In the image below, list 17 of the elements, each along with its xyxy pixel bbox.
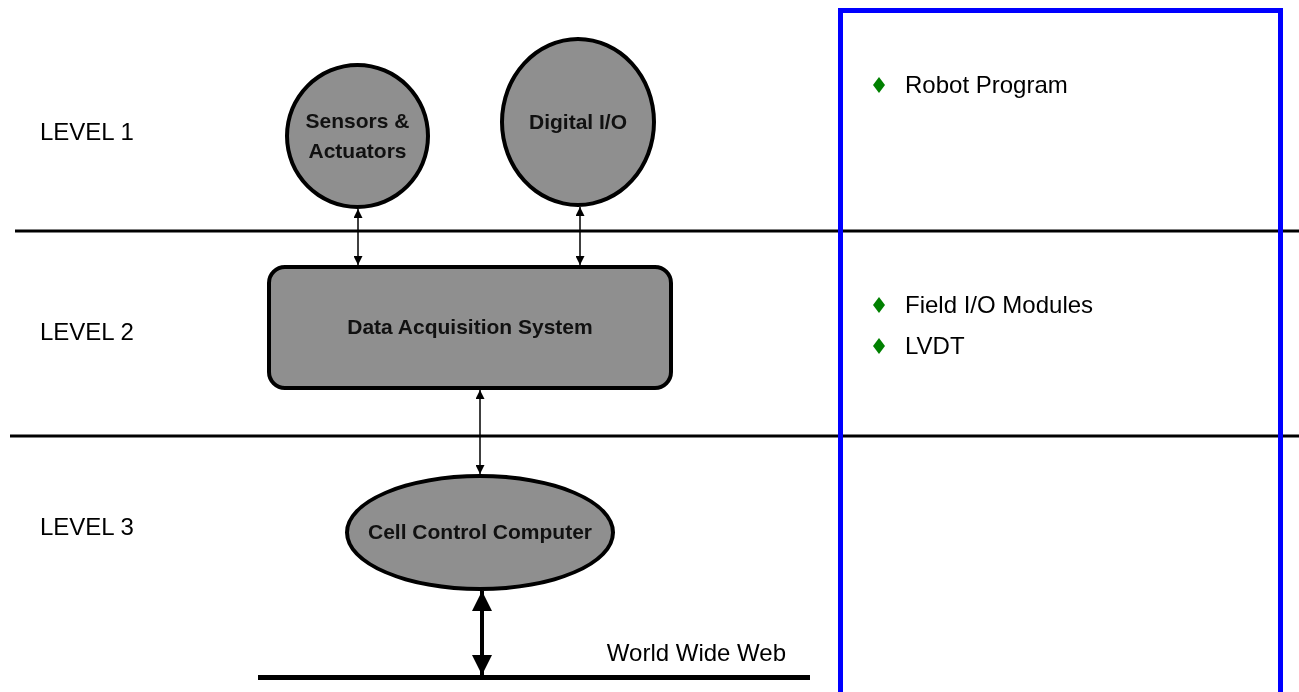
node-label: Data Acquisition System xyxy=(346,314,594,341)
bullet-text: Field I/O Modules xyxy=(905,291,1094,319)
system-box xyxy=(267,265,673,390)
node-label: Sensors & Actuators xyxy=(304,107,411,164)
double-arrow xyxy=(472,591,492,675)
level-label: LEVEL 3 xyxy=(40,513,134,541)
bullet-text: LVDT xyxy=(905,332,965,360)
network-label: World Wide Web xyxy=(606,639,787,668)
node-label: Digital I/O xyxy=(528,108,628,135)
double-arrow xyxy=(353,208,363,266)
node-label: Cell Control Computer xyxy=(367,519,593,546)
double-arrow xyxy=(475,389,485,475)
level-label: LEVEL 2 xyxy=(40,318,134,346)
bullet-text: Robot Program xyxy=(905,71,1068,99)
level-label: LEVEL 1 xyxy=(40,118,134,146)
info-panel xyxy=(838,8,1283,692)
double-arrow xyxy=(575,206,585,266)
